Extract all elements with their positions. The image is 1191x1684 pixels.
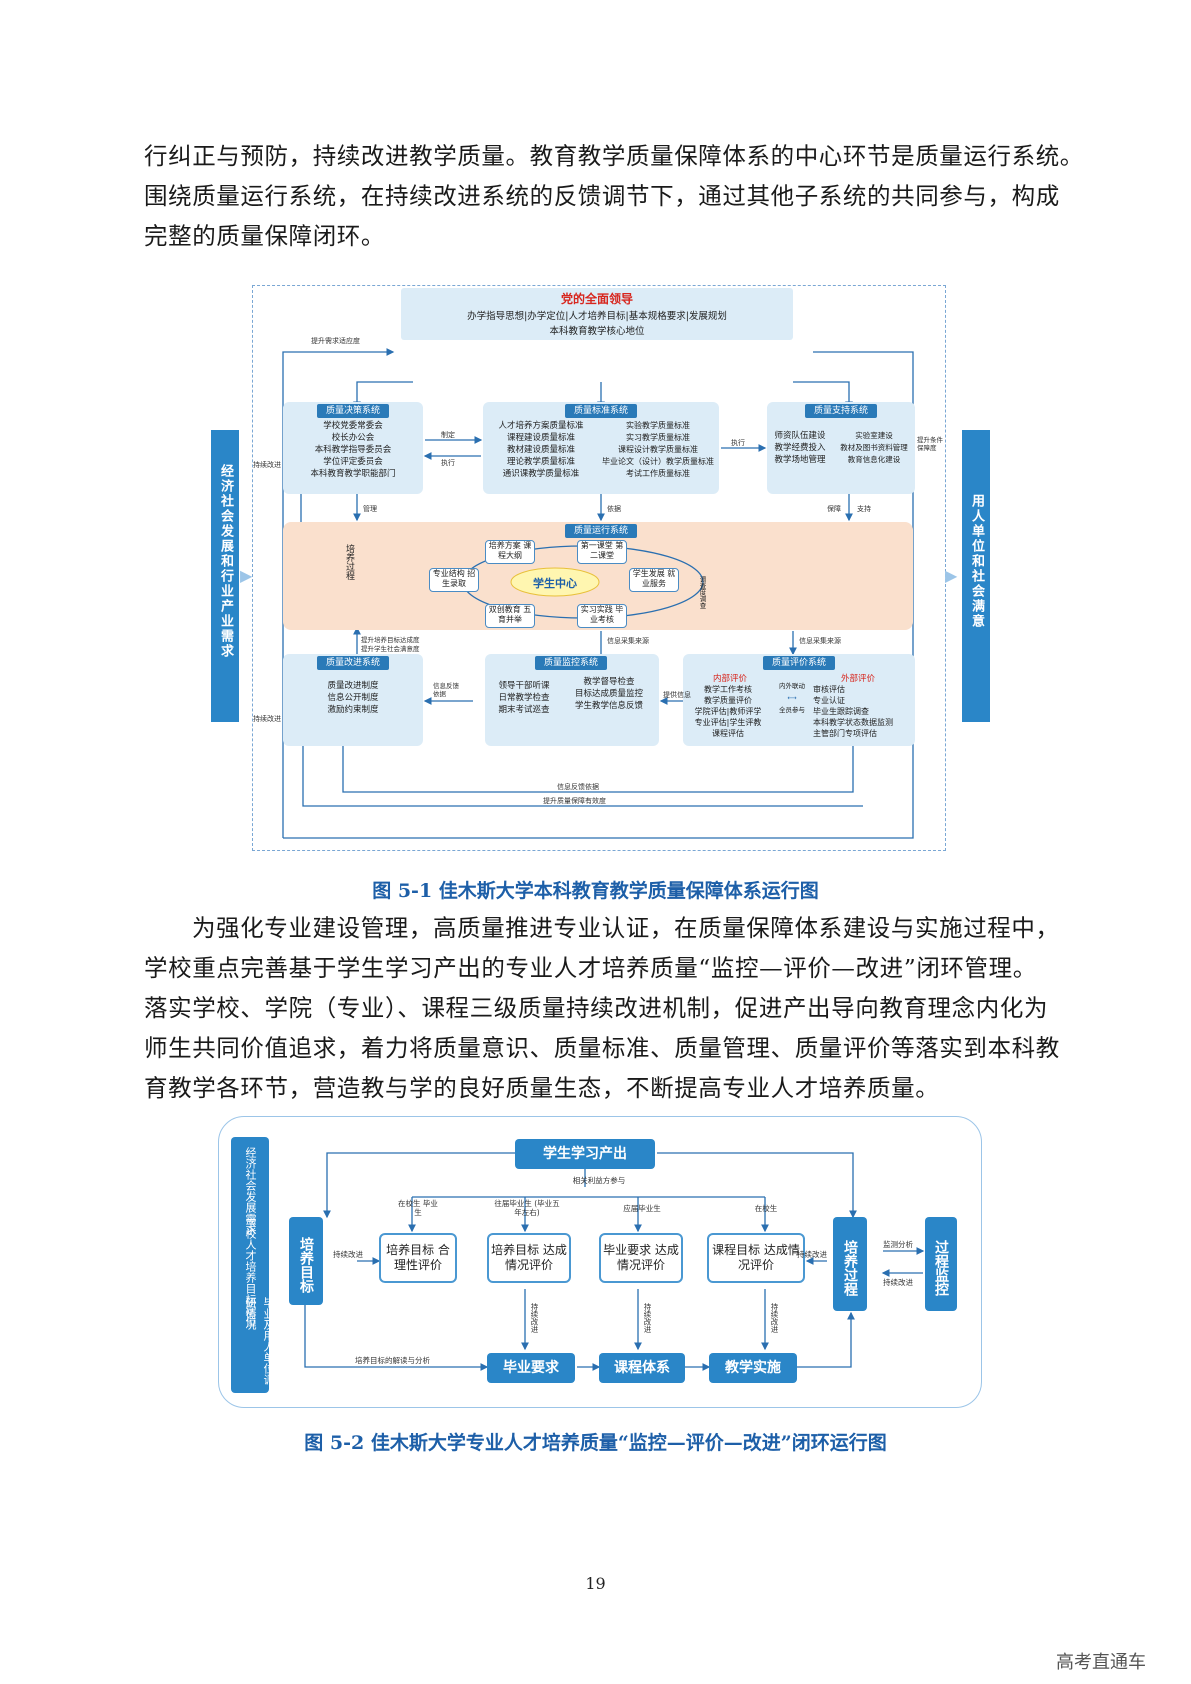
f2-eval-2: 培养目标 达成情况评价 [487,1233,571,1283]
label-raise-social: 提升学生社会满意度 [361,645,420,653]
f2-eval-4: 课程目标 达成情况评价 [707,1233,805,1283]
label-provide-info: 提供信息 [663,691,691,699]
figure-2-caption: 图 5-2 佳木斯大学专业人才培养质量“监控—评价—改进”闭环运行图 [304,1432,887,1454]
leadership-line2: 本科教育教学核心地位 [549,326,645,337]
label-raise-effect: 提升质量保障有效度 [543,797,606,805]
f2-goal-decode: 培养目标的解读与分析 [355,1356,430,1365]
op-node-classroom: 第一课堂 第二课堂 [577,540,627,564]
page-number: 19 [585,1574,606,1593]
f2-goal: 培养目标 [289,1217,323,1305]
leadership-line1: 办学指导思想|办学定位|人才培养目标|基本规格要求|发展规划 [467,311,727,322]
label-info-source1: 信息采集来源 [607,637,649,645]
left-arrow-icon: ▶ [240,566,253,585]
improve-items: 质量改进制度信息公开制度 激励约束制度 [327,681,379,715]
f2-left-panel: 经济社会发展需求 学校人才培养目标定位 毕业及用人单位调研情况 [231,1137,275,1393]
decision-items: 学校党委常委会校长办公会 本科教学指导委员会学位评定委员会 本科教育教学职能部门 [310,421,396,479]
f2-bottom-2: 课程体系 [599,1353,685,1383]
label-make: 制定 [441,431,455,439]
decision-system-title: 质量决策系统 [317,404,389,418]
standard-right: 实验教学质量标准实习教学质量标准 课程设计教学质量标准毕业论文（设计）教学质量标… [602,421,714,478]
f2-continuous-left: 持续改进 [333,1250,363,1259]
operation-system-title: 质量运行系统 [565,524,637,538]
evaluate-system-title: 质量评价系统 [763,656,835,670]
right-arrow-icon: ▶ [945,566,958,585]
f2-group-3: 应届毕业生 [623,1204,661,1213]
leadership-title: 党的全面领导 [560,292,633,306]
watermark: 高考直通车 [1056,1652,1146,1673]
label-raise-cond: 提升条件保障度 [917,436,943,452]
label-top-left: 提升需求适应度 [311,337,360,345]
figure-2-connectors [304,1152,925,1371]
label-info-feedback: 信息反馈依据 [433,682,459,698]
f2-continuous-right: 持续改进 [797,1250,827,1259]
intro-paragraph: 行纠正与预防，持续改进教学质量。教育教学质量保障体系的中心环节是质量运行系统。 … [144,136,1084,256]
paragraph-line: 为强化专业建设管理，高质量推进专业认证，在质量保障体系建设与实施过程中， [192,914,1060,942]
monitor-system-title: 质量监控系统 [535,656,607,670]
paragraph-line: 落实学校、学院（专业）、课程三级质量持续改进机制，促进产出导向教育理念内化为 [144,994,1049,1022]
f2-monitor-analysis: 监测分析 [883,1240,913,1249]
label-execute: 执行 [441,459,455,467]
f2-monitor: 过程监控 [925,1217,957,1311]
op-node-innovation: 双创教育 五育并举 [485,604,535,628]
f2-eval-1: 培养目标 合理性评价 [379,1233,457,1283]
paragraph-line: 师生共同价值追求，着力将质量意识、质量标准、质量管理、质量评价等落实到本科教 [144,1034,1060,1062]
f2-group-2: 往届毕业生 (毕业五年左右) [494,1199,560,1217]
monitor-left: 领导干部听课日常教学检查 期末考试巡查 [498,681,550,715]
paragraph-line: 行纠正与预防，持续改进教学质量。教育教学质量保障体系的中心环节是质量运行系统。 [144,142,1084,170]
f2-process: 培养过程 [833,1217,867,1311]
f2-continuous-v3: 持续改进 [770,1303,779,1333]
f2-eval-3: 毕业要求 达成情况评价 [599,1233,683,1283]
op-node-structure: 专业结构 招生录取 [429,568,479,592]
operation-side-label: 培养过程 [344,544,354,580]
figure-1: 党的全面领导 办学指导思想|办学定位|人才培养目标|基本规格要求|发展规划 本科… [252,285,946,851]
paragraph-line: 完整的质量保障闭环。 [144,222,385,250]
paragraph-line: 围绕质量运行系统，在持续改进系统的反馈调节下，通过其他子系统的共同参与，构成 [144,182,1060,210]
label-guarantee: 保障 [827,505,841,513]
support-right: 实验室建设教材及图书资料管理 教育信息化建设 [840,431,908,464]
figure-2: 经济社会发展需求 学校人才培养目标定位 毕业及用人单位调研情况 学生学习产出 相… [218,1116,982,1408]
internal-items: 教学工作考核教学质量评价 学院评估|教师评学专业评估|学生评教 课程评估 [694,685,762,738]
f2-top-output: 学生学习产出 [515,1139,655,1169]
link-internal-external: 内外联动 ⟷ 全员参与 [779,682,805,714]
paragraph-line: 育教学各环节，营造教与学的良好质量生态，不断提高专业人才培养质量。 [144,1074,940,1102]
f2-continuous-monitor: 持续改进 [883,1278,913,1287]
f2-continuous-v1: 持续改进 [530,1303,539,1333]
student-center: 学生中心 [533,577,577,590]
label-basis: 依据 [607,505,621,513]
leadership-box [401,288,793,340]
support-system-title: 质量支持系统 [805,404,877,418]
right-satisfaction-bar: 用人单位和社会满意 [962,430,990,722]
f2-continuous-v2: 持续改进 [643,1303,652,1333]
improve-system-title: 质量改进系统 [317,656,389,670]
label-info-source2: 信息采集来源 [799,637,841,645]
label-manage: 管理 [363,505,377,513]
standard-left: 人才培养方案质量标准课程建设质量标准 教材建设质量标准理论教学质量标准 通识课教… [498,421,584,479]
left-demand-bar: 经济社会发展和行业产业需求 [211,430,239,722]
f2-bottom-3: 教学实施 [709,1353,797,1383]
op-node-development: 学生发展 就业服务 [629,568,679,592]
external-items: 审核评估专业认证 毕业生跟踪调查本科教学状态数据监测 主管部门专项评估 [813,685,893,738]
f2-group-1: 在校生 毕业生 [398,1199,438,1217]
label-support: 支持 [857,505,871,513]
standard-system-title: 质量标准系统 [565,404,637,418]
label-raise-goal: 提升培养目标达成度 [361,636,420,644]
middle-paragraph: 为强化专业建设管理，高质量推进专业认证，在质量保障体系建设与实施过程中， 学校重… [144,908,1060,1108]
figure-1-caption: 图 5-1 佳木斯大学本科教育教学质量保障体系运行图 [372,880,819,902]
label-execute2: 执行 [731,439,745,447]
monitor-right: 教学督导检查目标达成质量监控 学生教学信息反馈 [574,677,643,711]
op-node-practice: 实习实践 毕业考核 [577,604,627,628]
label-continuous1: 持续改进 [253,461,281,469]
support-left: 师资队伍建设教学经费投入 教学场地管理 [774,431,826,465]
label-feedback-basis: 信息反馈依据 [557,783,599,791]
internal-title: 内部评价 [712,674,747,684]
paragraph-line: 学校重点完善基于学生学习产出的专业人才培养质量“监控—评价—改进”闭环管理。 [144,954,1037,982]
op-node-plan: 培养方案 课程大纲 [485,540,535,564]
label-continuous2: 持续改进 [253,715,281,723]
f2-group-4: 在校生 [754,1204,778,1213]
f2-stakeholders: 相关利益方参与 [572,1176,626,1185]
op-right-label: 调查度调查 [698,576,706,609]
external-title: 外部评价 [840,674,875,684]
f2-bottom-1: 毕业要求 [487,1353,575,1383]
